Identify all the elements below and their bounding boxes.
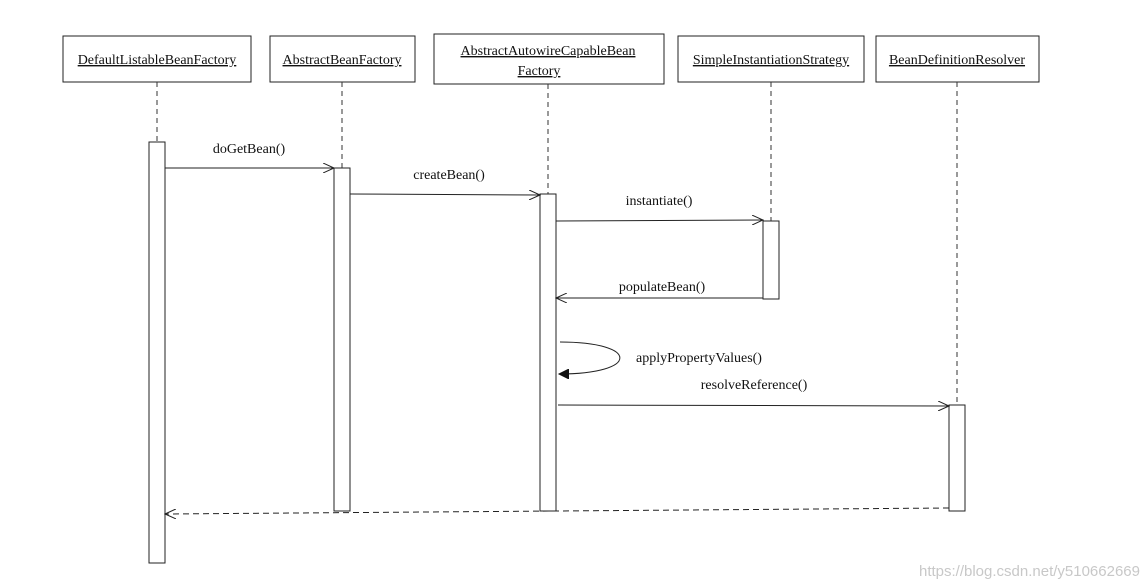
participant-default-listable-bean-factory: DefaultListableBeanFactory [62, 35, 252, 83]
message-label: doGetBean() [213, 142, 286, 157]
message-arrow [557, 405, 949, 406]
participant-label: DefaultListableBeanFactory [78, 53, 237, 68]
message-resolve-reference: resolveReference() [557, 378, 949, 406]
activation-bar [333, 167, 351, 512]
activation-bar [148, 141, 166, 564]
participant-box [677, 35, 865, 83]
message-label: instantiate() [626, 194, 693, 209]
message-arrow [555, 220, 763, 221]
message-label: populateBean() [619, 280, 706, 295]
participant-box [269, 35, 416, 83]
participant-label: BeanDefinitionResolver [889, 53, 1025, 68]
message-apply-property-values: applyPropertyValues() [559, 341, 762, 374]
participant-label: AbstractBeanFactory [283, 53, 402, 68]
participant-label-line1: AbstractAutowireCapableBean [461, 44, 636, 59]
activation-bar [762, 220, 780, 300]
participant-label: SimpleInstantiationStrategy [693, 53, 849, 68]
message-create-bean: createBean() [349, 168, 540, 195]
message-instantiate: instantiate() [555, 194, 763, 221]
message-arrow [349, 194, 540, 195]
participant-abstract-autowire-capable-bean-factory: AbstractAutowireCapableBean Factory [433, 33, 665, 85]
activation-bar [539, 193, 557, 512]
participant-simple-instantiation-strategy: SimpleInstantiationStrategy [677, 35, 865, 83]
participant-bean-definition-resolver: BeanDefinitionResolver [875, 35, 1040, 83]
message-return [165, 507, 950, 514]
activation-bar [948, 404, 966, 512]
message-do-get-bean: doGetBean() [165, 142, 334, 168]
participant-box [62, 35, 252, 83]
message-label: applyPropertyValues() [636, 351, 762, 366]
participant-box [433, 33, 665, 85]
message-populate-bean: populateBean() [556, 280, 763, 298]
watermark: https://blog.csdn.net/y510662669 [918, 563, 1140, 580]
self-call-arrow [559, 341, 621, 374]
message-label: createBean() [413, 168, 485, 183]
participant-label-line2: Factory [518, 64, 561, 79]
message-label: resolveReference() [701, 378, 808, 393]
participant-abstract-bean-factory: AbstractBeanFactory [269, 35, 416, 83]
return-arrow [165, 507, 950, 514]
